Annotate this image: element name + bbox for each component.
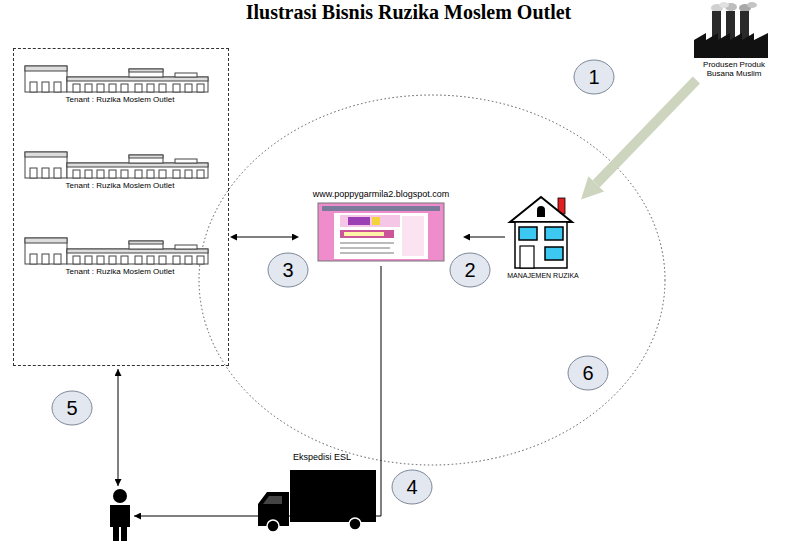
callout-bubble xyxy=(568,356,608,390)
house-icon xyxy=(537,206,545,217)
truck-icon xyxy=(290,470,376,522)
flow-arrow xyxy=(237,237,292,238)
website-screenshot xyxy=(340,215,400,227)
callout-number: 5 xyxy=(52,396,92,420)
shipping-box: Ekspedisi ESL xyxy=(255,452,380,536)
house-icon xyxy=(515,222,567,268)
website-box: www.poppygarmila2.blogspot.com xyxy=(300,189,462,265)
truck-icon xyxy=(267,520,279,532)
website-screenshot xyxy=(322,206,440,211)
house-icon xyxy=(545,227,563,240)
callout-bubble xyxy=(574,60,614,94)
house-icon xyxy=(510,197,572,222)
website-screenshot xyxy=(344,232,384,236)
factory-icon xyxy=(694,33,768,58)
factory-icon xyxy=(694,2,768,58)
flow-arrow xyxy=(470,237,505,238)
tenant-building xyxy=(25,238,208,264)
tenant-building xyxy=(25,152,208,178)
customer-figure xyxy=(110,505,130,541)
node-label: MANAJEMEN RUZIKA xyxy=(505,272,581,280)
website-screenshot xyxy=(340,230,394,238)
factory-icon xyxy=(747,2,757,8)
website-screenshot xyxy=(340,242,394,244)
website-screenshot xyxy=(334,213,428,259)
node-label: www.poppygarmila2.blogspot.com xyxy=(300,189,462,199)
house-icon xyxy=(510,197,572,268)
customer-figure xyxy=(113,489,127,503)
scope-circle xyxy=(199,95,665,465)
callout-bubble xyxy=(268,253,308,287)
management-box: MANAJEMEN RUZIKA xyxy=(505,194,581,284)
flow-arrow xyxy=(596,80,696,184)
producer-box: Produsen Produk Busana Muslim xyxy=(688,2,780,80)
factory-icon xyxy=(719,2,729,8)
tenant-box: Tenant : Ruzika Moslem Outlet xyxy=(24,59,216,109)
website-screenshot xyxy=(340,247,390,249)
customer-line xyxy=(118,369,119,486)
tenant-building xyxy=(25,66,208,92)
website-screenshot xyxy=(402,216,424,256)
callout-number: 6 xyxy=(568,361,608,385)
callout-bubble xyxy=(392,470,432,504)
callout-number: 4 xyxy=(392,475,432,499)
house-icon xyxy=(520,246,534,268)
diagram-title: Ilustrasi Bisnis Ruzika Moslem Outlet xyxy=(30,0,787,24)
callout-number: 2 xyxy=(450,258,490,282)
callout-number: 1 xyxy=(574,65,614,89)
website-screenshot xyxy=(318,203,444,261)
website-screenshot xyxy=(318,203,444,261)
website-screenshot xyxy=(372,217,380,225)
callout-bubble xyxy=(52,60,614,504)
truck-icon xyxy=(349,518,361,530)
callout-bubble xyxy=(450,253,490,287)
node-label: Ekspedisi ESL xyxy=(293,452,378,462)
truck-icon xyxy=(258,470,376,532)
tenant-box: Tenant : Ruzika Moslem Outlet xyxy=(24,145,216,195)
callout-bubble xyxy=(52,391,92,425)
house-icon xyxy=(545,247,563,260)
house-icon xyxy=(519,227,537,240)
node-label: Tenant : Ruzika Moslem Outlet xyxy=(28,95,212,104)
node-label: Tenant : Ruzika Moslem Outlet xyxy=(28,267,212,276)
website-screenshot xyxy=(340,252,394,254)
callout-number: 3 xyxy=(268,258,308,282)
node-label: Tenant : Ruzika Moslem Outlet xyxy=(28,181,212,190)
website-screenshot xyxy=(348,217,370,225)
tenant-group: Tenant : Ruzika Moslem OutletTenant : Ru… xyxy=(13,48,229,366)
tenant-box: Tenant : Ruzika Moslem Outlet xyxy=(24,231,216,281)
truck-icon xyxy=(263,496,282,504)
node-label: Produsen Produk Busana Muslim xyxy=(696,60,772,78)
customer-figure xyxy=(110,489,130,541)
